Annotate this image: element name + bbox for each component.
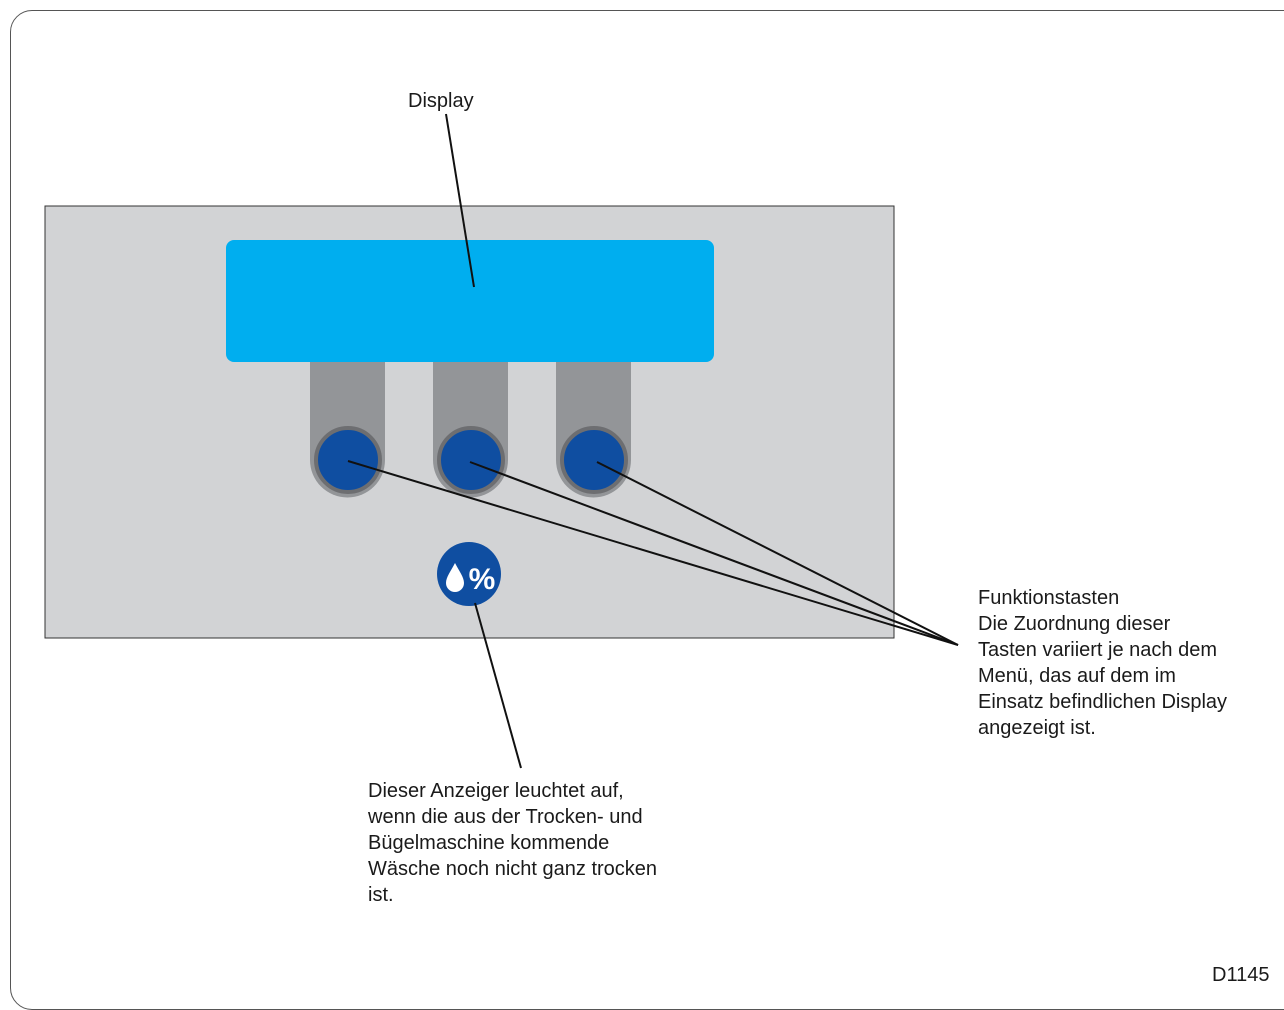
indicator-percent-symbol: % (469, 563, 496, 596)
indicator-leader-line (474, 602, 522, 769)
moisture-indicator: % (437, 542, 501, 606)
indicator-label-line: wenn die aus der Trocken- und (368, 806, 643, 828)
control-panel-diagram: % (44, 113, 959, 769)
function-keys-label-line: Die Zuordnung dieser (978, 613, 1171, 635)
indicator-label: Dieser Anzeiger leuchtet auf, wenn die a… (368, 778, 657, 908)
indicator-label-line: ist. (368, 884, 394, 906)
display-label: Display (408, 90, 474, 112)
display-leader-line (445, 113, 475, 288)
display-screen (226, 240, 714, 362)
function-key-2[interactable] (437, 426, 505, 494)
indicator-label-line: Dieser Anzeiger leuchtet auf, (368, 780, 624, 802)
function-keys-label-line: Menü, das auf dem im (978, 665, 1176, 687)
function-keys-label: Funktionstasten Die Zuordnung dieser Tas… (978, 585, 1227, 741)
function-keys-label-line: angezeigt ist. (978, 717, 1096, 739)
indicator-label-line: Wäsche noch nicht ganz trocken (368, 858, 658, 880)
key-leader-line-3 (596, 461, 959, 646)
function-keys-label-line: Einsatz befindlichen Display (978, 691, 1228, 713)
key-leader-line-2 (469, 461, 959, 646)
function-key-3[interactable] (560, 426, 628, 494)
water-drop-percent-icon (446, 563, 464, 592)
indicator-label-line: Bügelmaschine kommende (368, 832, 610, 854)
function-keys-label-line: Funktionstasten (978, 587, 1120, 609)
figure-code: D1145 (1212, 964, 1270, 986)
function-keys-label-line: Tasten variiert je nach dem (978, 639, 1218, 661)
key-leader-line-1 (347, 460, 959, 646)
function-key-1[interactable] (314, 426, 382, 494)
